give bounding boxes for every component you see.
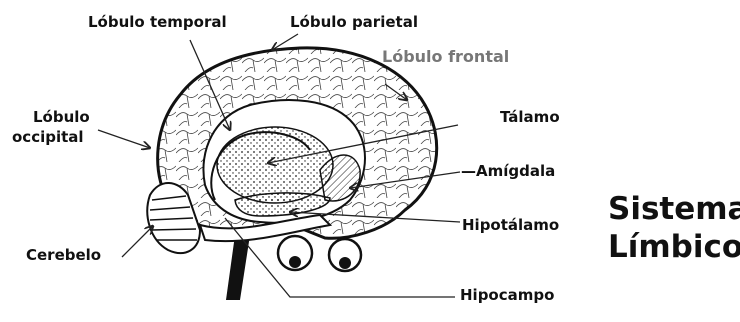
label-talamo: Tálamo (500, 109, 560, 126)
label-cerebelo: Cerebelo (26, 247, 101, 264)
label-lobulo-temporal: Lóbulo temporal (88, 14, 227, 31)
label-lobulo-parietal: Lóbulo parietal (290, 14, 418, 31)
label-hipocampo: Hipocampo (460, 287, 554, 304)
label-lobulo-occipital-line1: Lóbulo (33, 109, 90, 126)
label-hipotalamo: Hipotálamo (462, 217, 559, 234)
label-amigdala: —Amígdala (461, 163, 555, 180)
label-lobulo-frontal: Lóbulo frontal (382, 48, 509, 65)
title-line-sistema: Sistema (608, 192, 740, 227)
title-line-limbico: Límbico (608, 230, 740, 265)
thalamus-region (217, 127, 333, 203)
label-lobulo-occipital-line2: occipital (12, 129, 84, 146)
